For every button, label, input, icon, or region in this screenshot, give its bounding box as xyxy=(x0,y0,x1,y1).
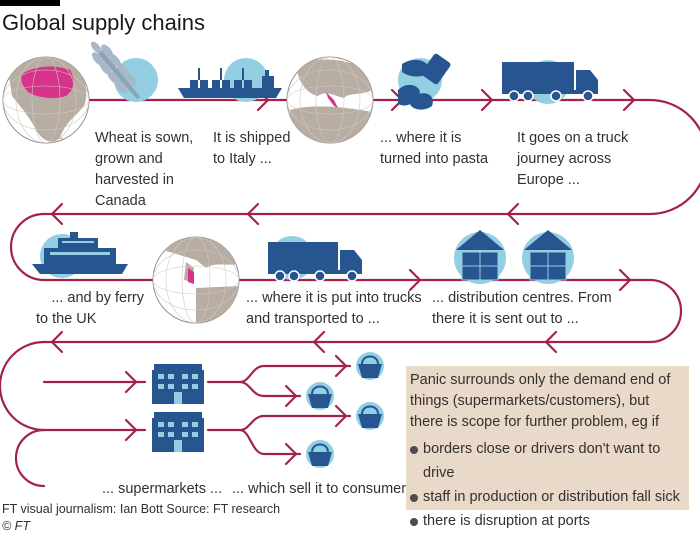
caption-line: It goes on a truck xyxy=(517,130,629,146)
caption-line: grown and xyxy=(95,151,163,167)
caption-line: Wheat is sown, xyxy=(95,130,194,146)
caption-line: It is shipped xyxy=(213,130,291,146)
basket-icon xyxy=(306,382,334,410)
warehouse-icon xyxy=(522,230,574,284)
caption-line: to the UK xyxy=(36,311,97,327)
basket-icon xyxy=(306,440,334,468)
ferry-icon xyxy=(32,232,128,278)
caption-line: turned into pasta xyxy=(380,151,489,167)
caption-ferry: ... and by ferry to the UK xyxy=(36,288,144,330)
caption-shipped: It is shipped to Italy ... xyxy=(213,128,290,170)
caption-truck: It goes on a truck journey across Europe… xyxy=(517,128,628,191)
caption-supermarkets: ... supermarkets ... xyxy=(102,481,223,497)
footer-credit: FT visual journalism: Ian Bott Source: F… xyxy=(2,502,281,516)
caption-wheat: Wheat is sown, grown and harvested in Ca… xyxy=(95,128,193,212)
caption-distribution: ... distribution centres. From there it … xyxy=(432,288,612,330)
wheat-icon xyxy=(90,41,158,102)
note-lead: Panic surrounds only the demand end of t… xyxy=(410,372,671,430)
supermarket-icon xyxy=(152,412,204,452)
ft-top-bar xyxy=(0,0,60,6)
caption-line: to Italy ... xyxy=(213,151,272,167)
note-box: Panic surrounds only the demand end of t… xyxy=(406,366,689,529)
basket-icon xyxy=(356,402,384,430)
caption-line: ... where it is xyxy=(380,130,462,146)
route-path xyxy=(0,98,700,488)
caption-line: there it is sent out to ... xyxy=(432,311,579,327)
caption-line: Canada xyxy=(95,193,146,209)
truck-icon xyxy=(502,60,598,104)
footer-copyright: © FT xyxy=(2,519,30,533)
globe-canada-icon xyxy=(2,56,90,144)
note-bullet: borders close or drivers don't want to d… xyxy=(406,437,689,485)
caption-consumers: ... which sell it to consumers xyxy=(232,481,414,497)
caption-line: ... and by ferry xyxy=(51,290,144,306)
note-bullet: there is disruption at ports xyxy=(406,509,689,533)
pasta-icon xyxy=(398,53,451,110)
caption-line: harvested in xyxy=(95,172,174,188)
supermarket-icon xyxy=(152,364,204,404)
page-title: Global supply chains xyxy=(2,10,206,35)
warehouse-icon xyxy=(454,230,506,284)
caption-line: ... where it is put into trucks xyxy=(246,290,422,306)
note-bullets: borders close or drivers don't want to d… xyxy=(406,437,689,533)
caption-trucks-uk: ... where it is put into trucks and tran… xyxy=(246,288,422,330)
caption-line: Europe ... xyxy=(517,172,580,188)
caption-line: journey across xyxy=(517,151,612,167)
caption-line: and transported to ... xyxy=(246,311,380,327)
ship-icon xyxy=(178,58,282,102)
truck-icon xyxy=(268,236,362,282)
basket-icon xyxy=(356,352,384,380)
note-bullet: staff in production or distribution fall… xyxy=(406,485,689,509)
globe-uk-icon xyxy=(152,236,240,324)
caption-pasta: ... where it is turned into pasta xyxy=(380,128,488,170)
caption-line: ... distribution centres. From xyxy=(432,290,612,306)
globe-italy-icon xyxy=(286,56,374,144)
